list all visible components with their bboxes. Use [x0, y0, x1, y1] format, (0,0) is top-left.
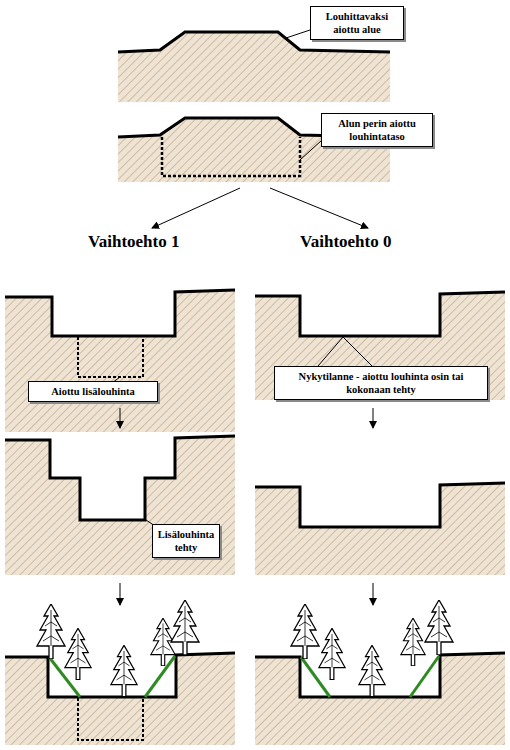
- ground-section: [5, 290, 235, 432]
- tree-symbol: [111, 645, 137, 696]
- alternative-heading: Vaihtoehto 0: [300, 232, 391, 252]
- tree-symbol: [171, 600, 199, 655]
- ground-section: [5, 436, 235, 575]
- ground-surface: [255, 292, 505, 336]
- callout-box: Alun perin aiottu louhintataso: [321, 113, 433, 147]
- ground-surface: [5, 290, 235, 336]
- callout-text: Louhittavaksi aiottu alue: [315, 10, 399, 36]
- flow-arrow: [373, 408, 374, 428]
- callout-box: Aiottu lisälouhinta: [28, 381, 158, 402]
- callout-text: Nykytilanne - aiottu louhinta osin tai k…: [279, 370, 483, 396]
- leader-line: [286, 30, 310, 38]
- tree-symbol: [401, 618, 425, 666]
- callout-text: Aiottu lisälouhinta: [33, 385, 153, 398]
- tree-symbol: [425, 600, 453, 655]
- callout-box: Lisälouhinta tehty: [152, 524, 220, 558]
- flow-arrow: [120, 408, 121, 428]
- tree-symbol: [65, 628, 91, 679]
- alternative-heading: Vaihtoehto 1: [88, 232, 179, 252]
- tree-symbol: [291, 604, 319, 659]
- tree-symbol: [359, 645, 385, 696]
- ground-surface: [255, 483, 505, 527]
- ground-section: [118, 32, 390, 102]
- callout-text: Alun perin aiottu louhintataso: [326, 117, 428, 143]
- flow-arrow: [152, 188, 240, 228]
- callout-box: Nykytilanne - aiottu louhinta osin tai k…: [274, 366, 488, 400]
- ground-section: [255, 292, 505, 400]
- tree-symbol: [319, 628, 345, 679]
- planned-level: [78, 698, 143, 740]
- flow-arrow: [270, 188, 368, 228]
- flow-arrow: [373, 583, 374, 605]
- planned-level: [162, 137, 300, 176]
- ground-surface: [5, 436, 235, 520]
- flow-arrow: [120, 583, 121, 605]
- callout-box: Louhittavaksi aiottu alue: [310, 6, 404, 40]
- leader-line: [300, 140, 322, 160]
- leader-line: [318, 337, 372, 366]
- planned-level: [78, 337, 143, 377]
- slope-fill: [145, 656, 175, 697]
- ground-section: [255, 483, 505, 575]
- callout-text: Lisälouhinta tehty: [157, 528, 215, 554]
- tree-symbol: [37, 604, 65, 659]
